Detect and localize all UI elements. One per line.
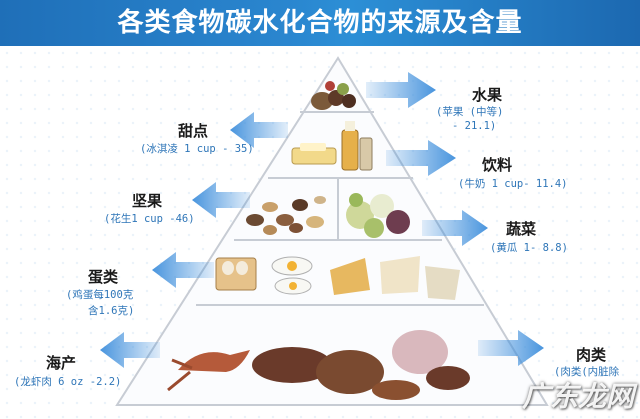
arrow-to-drink [386, 140, 456, 176]
page-title: 各类食物碳水化合物的来源及含量 [117, 8, 523, 38]
nuts-detail: (花生1 cup -46) [104, 213, 195, 225]
seafood-detail: (龙虾肉 6 oz -2.2) [14, 376, 122, 388]
drink-label: 饮料 [482, 156, 513, 174]
dessert-detail: (冰淇凌 1 cup - 35) [140, 143, 254, 155]
meat-seafood-illustration [167, 330, 470, 400]
meat-label: 肉类 [576, 346, 607, 364]
fruit-detail-line1: (苹果 (中等) [436, 106, 504, 118]
nuts-illustration [246, 196, 326, 235]
fruit-illustration [311, 81, 356, 110]
arrow-to-fruit [366, 72, 436, 108]
arrow-to-dessert [230, 112, 288, 148]
dessert-drink-illustration [291, 121, 373, 171]
eggs-detail-line2: 含1.6克) [88, 305, 135, 317]
vegetables-illustration [346, 193, 410, 238]
arrow-to-nuts [192, 182, 250, 218]
title-banner [0, 0, 640, 46]
arrow-to-vegetables [422, 210, 488, 246]
arrow-to-seafood [100, 332, 160, 368]
arrow-to-meat [478, 330, 544, 366]
eggs-label: 蛋类 [88, 268, 119, 286]
fruit-detail-line2: - 21.1) [452, 120, 497, 132]
drink-detail: (牛奶 1 cup- 11.4) [458, 178, 568, 190]
arrow-to-eggs [152, 252, 214, 288]
fruit-label: 水果 [472, 86, 503, 104]
vegetables-detail: (黄瓜 1- 8.8) [490, 242, 568, 254]
eggs-detail-line1: (鸡蛋每100克 [66, 289, 134, 301]
eggs-illustration [215, 256, 460, 300]
dessert-label: 甜点 [178, 122, 209, 140]
seafood-label: 海产 [46, 354, 77, 372]
vegetables-label: 蔬菜 [506, 220, 537, 238]
watermark-logo: 广东龙网 [521, 380, 634, 413]
nuts-label: 坚果 [132, 192, 163, 210]
meat-detail: (肉类(内脏除 [554, 366, 620, 378]
